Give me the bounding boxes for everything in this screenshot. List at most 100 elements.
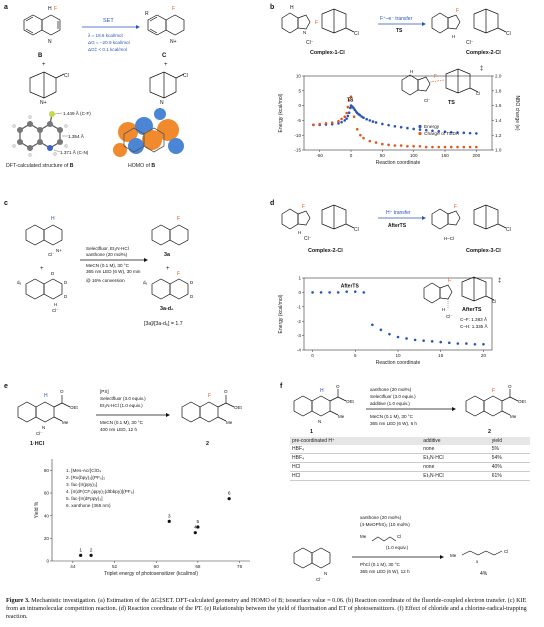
label-1: 1 bbox=[310, 429, 313, 435]
charge-point bbox=[346, 105, 350, 109]
energy-point bbox=[413, 338, 417, 342]
atom-nplus: N+ bbox=[56, 248, 62, 253]
homo-lobes bbox=[113, 108, 184, 157]
yield-point bbox=[167, 519, 171, 523]
dist-cf: C–F: 1.383 Å bbox=[460, 316, 488, 322]
atom-h: H bbox=[44, 393, 48, 399]
cond-catalyst: xanthone (20 mol%) bbox=[370, 387, 412, 392]
legend-item: 4. [Ir(dF(CF₃)ppy)₂(dtbbpy)](PF₆) bbox=[66, 489, 135, 494]
homo-skeleton bbox=[123, 127, 165, 153]
energy-point bbox=[430, 340, 434, 343]
legend-marker bbox=[418, 131, 422, 136]
trap-disulfide: (4-MeOPhS)₂ (10 mol%) bbox=[360, 522, 410, 527]
atom-f: F bbox=[456, 8, 459, 14]
charge-point bbox=[381, 142, 384, 146]
panel-label: e bbox=[4, 383, 8, 390]
charge-point bbox=[424, 145, 428, 149]
y-tick-label: -10 bbox=[294, 133, 301, 138]
panel-f: f H O OEt Me N 1 xanthone (20 mol%) Sele… bbox=[280, 383, 544, 593]
dagger: ‡ bbox=[480, 66, 483, 72]
energy-point bbox=[462, 131, 466, 135]
energy-point bbox=[465, 342, 468, 345]
d6-label: d₆ bbox=[17, 280, 22, 285]
energy-point bbox=[368, 119, 372, 122]
energy-point bbox=[337, 122, 340, 125]
atom-d: D bbox=[190, 280, 194, 285]
atom-cl: Cl bbox=[354, 31, 359, 37]
x-axis-label: Triplet energy of photosensitizer (kcal/… bbox=[104, 571, 198, 577]
y2-tick-label: 1.2 bbox=[495, 133, 502, 138]
atom-n: N bbox=[42, 425, 45, 430]
table-cell: Et₃N·HCl bbox=[423, 473, 444, 479]
table-row: HBF₄ Et₃N·HCl 54% bbox=[290, 454, 530, 463]
scheme-b-structures: H N F Cl Cl⁻ Complex-1-Cl F⁺–e⁻ transfer… bbox=[281, 5, 511, 56]
energy-point bbox=[396, 335, 400, 339]
legend-marker bbox=[418, 124, 422, 129]
atom-f: F bbox=[302, 204, 305, 210]
product-2 bbox=[465, 389, 519, 417]
trap-yield: 4% bbox=[480, 571, 488, 577]
cond-catalyst: xanthone (20 mol%) bbox=[86, 252, 128, 257]
energy-point bbox=[362, 116, 365, 120]
charge-point bbox=[352, 115, 356, 118]
cond-light: 400 nm LED, 12 h bbox=[100, 427, 137, 432]
energy-point bbox=[424, 128, 428, 132]
atom-h: H bbox=[452, 34, 455, 39]
x-tick-label: 15 bbox=[438, 353, 444, 358]
y2-tick-label: 1.0 bbox=[495, 148, 502, 153]
charge-point bbox=[349, 95, 353, 99]
methyl-label: Me bbox=[62, 420, 69, 425]
energy-point bbox=[343, 119, 347, 122]
energy-point bbox=[347, 111, 351, 115]
atom-n: N bbox=[48, 39, 52, 45]
product-3a bbox=[151, 224, 189, 246]
complex-2-label: Complex-2-Cl bbox=[308, 248, 343, 254]
yield-point bbox=[193, 531, 197, 535]
legend-item: 2. [Ru(bpy)₃](PF₆)₂ bbox=[66, 475, 106, 480]
atom-d: D bbox=[190, 294, 194, 299]
energy-point bbox=[379, 328, 383, 332]
indole-right bbox=[431, 12, 461, 34]
charge-point bbox=[393, 144, 397, 147]
energy-point bbox=[374, 121, 378, 124]
complex-2-label: Complex-2-Cl bbox=[466, 50, 501, 56]
atom-h: H bbox=[442, 307, 445, 312]
atom-cl: Cl bbox=[506, 227, 511, 233]
legend-label: Charge of TEDA bbox=[424, 131, 460, 137]
charge-point bbox=[340, 117, 343, 121]
energy-point bbox=[473, 342, 477, 346]
atom-h: H bbox=[290, 5, 294, 11]
plus: + bbox=[40, 266, 44, 272]
label-1hcl: 1·HCl bbox=[30, 441, 45, 447]
atom-cl: Cl bbox=[354, 227, 359, 233]
y-tick-label: 1 bbox=[298, 276, 301, 281]
charge-point bbox=[399, 144, 403, 147]
panel-label: c bbox=[4, 200, 8, 207]
trap-catalyst: xanthone (20 mol%) bbox=[360, 515, 402, 520]
y-axis-label: Yield % bbox=[34, 501, 40, 518]
atom-f: F bbox=[177, 216, 180, 222]
indole-left bbox=[281, 12, 311, 34]
table-header: yield bbox=[491, 438, 503, 444]
yield-point bbox=[227, 497, 231, 501]
label-3a: 3a bbox=[164, 252, 171, 258]
bond-cn: 1.371 Å (C-N) bbox=[60, 149, 89, 155]
y2-tick-label: 1.8 bbox=[495, 88, 502, 93]
svg-text:+: + bbox=[164, 62, 168, 68]
charge-point bbox=[475, 145, 478, 149]
y2-tick-label: 2.0 bbox=[495, 74, 502, 79]
methyl-label: Me bbox=[510, 414, 517, 419]
x-tick-label: 5 bbox=[354, 353, 357, 358]
y-tick-label: 0 bbox=[298, 290, 301, 295]
y-tick-label: 80 bbox=[44, 468, 50, 473]
atom-n: N bbox=[318, 419, 321, 424]
molecule-C bbox=[147, 14, 185, 36]
label-2: 2 bbox=[488, 429, 491, 435]
arrow-ht-label: H⁺ transfer bbox=[386, 210, 411, 216]
cond-solvent: MeCN (0.1 M), 30 °C bbox=[86, 263, 130, 268]
cond-additive: additive (1.0 equiv.) bbox=[370, 401, 410, 406]
cond-selectfluor: Selectfluor (3.0 equiv.) bbox=[100, 396, 146, 401]
energy-point bbox=[443, 130, 447, 133]
y-tick-label: 0 bbox=[298, 103, 301, 108]
afterts-annotation: AfterTS bbox=[341, 284, 360, 290]
